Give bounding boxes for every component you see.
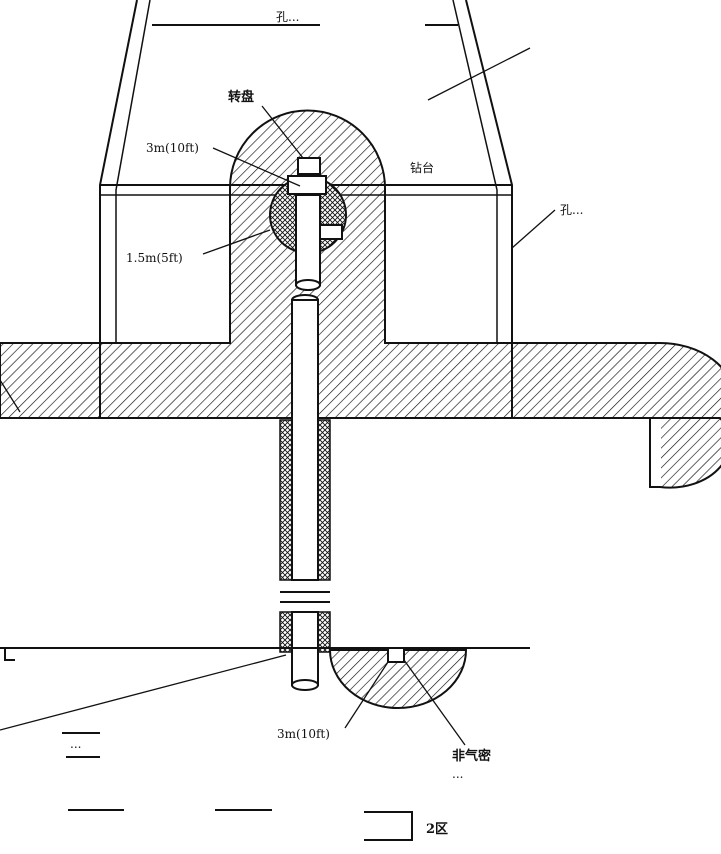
legend-zone2-box: [364, 811, 413, 841]
leader-left: [0, 379, 21, 413]
leader-3m-bottom: [344, 661, 389, 729]
pipe-upper-end: [295, 279, 321, 291]
pipe-upper: [295, 194, 321, 286]
non-airtight-opening: [387, 647, 405, 663]
label-non-airtight: 非气密: [452, 748, 491, 764]
label-non-airtight-sub: ...: [452, 767, 463, 781]
ground-left-mark: [4, 648, 15, 661]
label-mid-faded: 钻台: [410, 160, 434, 175]
label-zone2: 2区: [426, 822, 448, 837]
leader-1-5m: [202, 229, 271, 255]
label-left-bottom-faded: ...: [70, 737, 81, 751]
bottom-hatched-zone: [328, 649, 468, 709]
label-3m-top: 3m(10ft): [146, 141, 199, 155]
turntable: [297, 157, 321, 175]
pipe-cross-hatch-lower-left: [279, 611, 293, 653]
leader-right: [511, 209, 556, 249]
leader-3m-top: [212, 147, 301, 187]
well-pipe-upper: [291, 299, 319, 581]
label-3m-bottom: 3m(10ft): [277, 727, 330, 741]
label-top-faded: 孔...: [276, 10, 299, 24]
label-right-faded: 孔...: [560, 203, 583, 217]
overhang-cutout: [651, 419, 661, 486]
pipe-cross-hatch-lower-right: [317, 611, 331, 653]
pipe-bottom-end: [291, 679, 319, 691]
leader-non-airtight: [403, 659, 466, 746]
upper-hatched-zone: [0, 109, 721, 457]
derrick-right-leg-inner: [452, 0, 498, 343]
label-1-5m: 1.5m(5ft): [126, 251, 183, 265]
label-turntable: 转盘: [228, 89, 254, 105]
pipe-cross-hatch-right: [317, 419, 331, 581]
derrick-left-leg-inner: [115, 0, 151, 343]
leader-top-right: [427, 47, 531, 101]
overhang-gap: [649, 417, 721, 489]
leader-bottom-left: [0, 654, 287, 731]
kelly-side: [317, 224, 343, 240]
pipe-cross-hatch-left: [279, 419, 293, 581]
kelly-bushing: [287, 175, 327, 195]
leader-turntable: [261, 105, 304, 159]
